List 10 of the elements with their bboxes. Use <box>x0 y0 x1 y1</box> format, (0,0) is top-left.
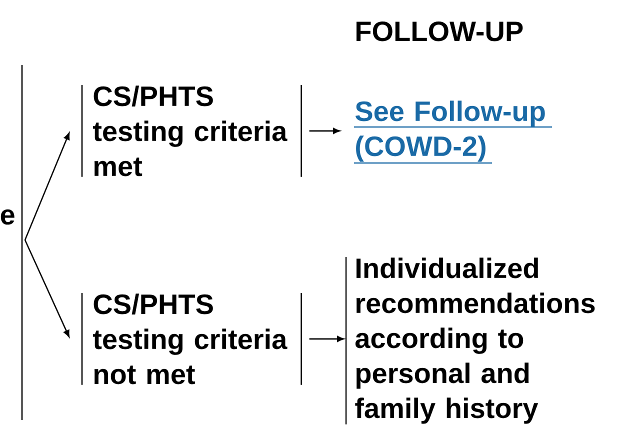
bracketed-text: Individualized recommendations according to personal and family history <box>345 257 595 424</box>
arrow <box>309 128 340 134</box>
link-text: See Follow-up (COWD-2) <box>354 100 552 164</box>
arrow <box>24 240 70 338</box>
arrow <box>24 132 70 240</box>
bracketed-text: CS/PHTS testing criteria not met <box>81 293 302 385</box>
bracket-label: e <box>0 65 23 420</box>
heading: FOLLOW-UP <box>356 21 523 42</box>
bracketed-text: CS/PHTS testing criteria met <box>81 85 302 177</box>
arrow <box>309 336 344 342</box>
